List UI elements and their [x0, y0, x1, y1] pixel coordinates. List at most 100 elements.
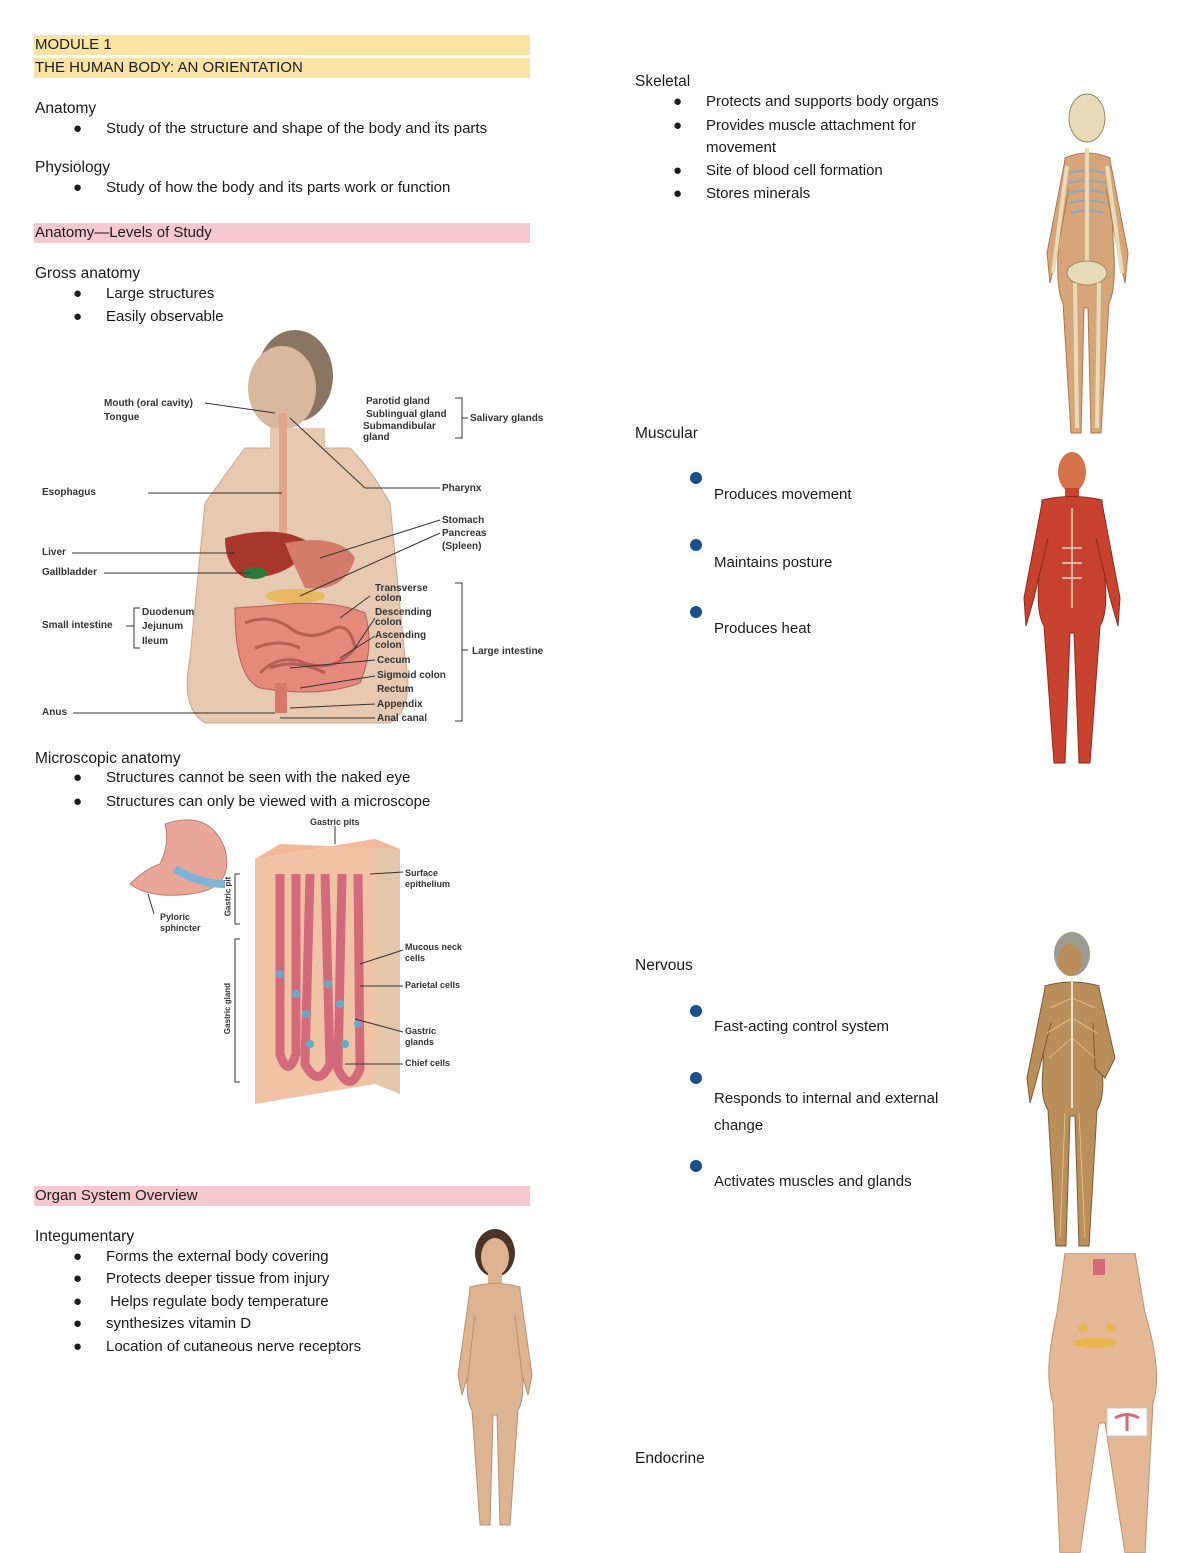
- bullet-text: Stores minerals: [706, 185, 811, 202]
- list-item: ●synthesizes vitamin D: [73, 1313, 252, 1335]
- bullet-text: Study of the structure and shape of the …: [106, 120, 488, 137]
- list-item: ● Helps regulate body temperature: [73, 1291, 329, 1313]
- bullet-text: Protects and supports body organs: [706, 93, 939, 110]
- label-rectum: Rectum: [377, 684, 414, 695]
- bullet-text: Easily observable: [106, 308, 224, 325]
- face-shape: [248, 346, 316, 430]
- bullet-icon: [690, 1160, 702, 1172]
- label-small-intestine: Small intestine: [42, 620, 113, 631]
- integumentary-body-figure: [457, 1229, 533, 1526]
- gross-anatomy-heading: Gross anatomy: [35, 265, 141, 282]
- list-item: ● Site of blood cell formation: [673, 160, 966, 182]
- list-item: ● Large structures: [73, 283, 215, 305]
- label-large-intestine: Large intestine: [472, 646, 544, 657]
- endocrine-body-figure: [1048, 1253, 1158, 1553]
- label-gallbladder: Gallbladder: [42, 567, 98, 578]
- bullet-icon: ●: [73, 1270, 83, 1287]
- muscular-bullet-2: Maintains posture: [714, 554, 833, 571]
- label-tongue: Tongue: [104, 412, 140, 423]
- label-gastric-gland: Gastric gland: [223, 982, 233, 1035]
- label-gastric-pit: Gastric pit: [223, 876, 233, 917]
- label-ileum: Ileum: [142, 636, 169, 647]
- digestive-system-illustration: [72, 330, 468, 724]
- nervous-bullet-3: Activates muscles and glands: [714, 1173, 912, 1190]
- skeletal-heading: Skeletal: [635, 73, 691, 90]
- bullet-icon: ●: [73, 793, 83, 810]
- list-item: ● Structures cannot be seen with the nake…: [73, 767, 411, 789]
- bullet-text: Protects deeper tissue from injury: [106, 1270, 330, 1287]
- list-item: ●Stores minerals: [673, 183, 966, 205]
- bullet-text: Study of how the body and its parts work…: [106, 179, 451, 196]
- organ-system-overview-heading: Organ System Overview: [34, 1186, 530, 1206]
- bullet-icon: [690, 606, 702, 618]
- muscular-bullet-1: Produces movement: [714, 486, 852, 503]
- label-gastric-pits: Gastric pits: [310, 817, 360, 827]
- muscular-bullet-3: Produces heat: [714, 620, 811, 637]
- digestive-system-figure: Mouth (oral cavity) Tongue Esophagus Liv…: [30, 328, 570, 728]
- label-anal-canal: Anal canal: [377, 713, 428, 724]
- module-label: MODULE 1: [34, 35, 530, 55]
- physiology-heading: Physiology: [35, 159, 110, 176]
- list-item: ● Easily observable: [73, 306, 224, 328]
- muscular-body-figure: [1023, 452, 1121, 764]
- label-sigmoid-colon: Sigmoid colon: [377, 670, 446, 681]
- bullet-text: Structures cannot be seen with the naked…: [106, 769, 411, 786]
- list-item: ● Location of cutaneous nerve receptors: [73, 1336, 362, 1358]
- label-gastric-glands: Gastric glands: [405, 1026, 437, 1047]
- bullet-text: Location of cutaneous nerve receptors: [106, 1338, 362, 1355]
- label-anus: Anus: [42, 707, 67, 718]
- label-parotid: Parotid gland: [366, 396, 430, 407]
- label-pyloric-sphincter: Pyloric sphincter: [160, 912, 201, 933]
- list-item: ● Provides muscle attachment for movement: [673, 115, 946, 159]
- list-item: ● Forms the external body covering: [73, 1246, 329, 1268]
- list-item: ●Study of the structure and shape of the…: [73, 118, 488, 140]
- bullet-icon: ●: [673, 93, 683, 110]
- bullet-icon: [690, 472, 702, 484]
- bullet-text: Site of blood cell formation: [706, 162, 883, 179]
- label-stomach: Stomach: [442, 515, 485, 526]
- label-pharynx: Pharynx: [442, 483, 482, 494]
- endocrine-heading: Endocrine: [635, 1450, 705, 1467]
- label-cecum: Cecum: [377, 655, 411, 666]
- list-item: ● Protects and supports body organs: [673, 91, 966, 113]
- nervous-body-figure: [1026, 932, 1116, 1247]
- bullet-text: Large structures: [106, 285, 215, 302]
- integumentary-heading: Integumentary: [35, 1228, 135, 1245]
- microscopic-anatomy-heading: Microscopic anatomy: [35, 750, 181, 767]
- bullet-icon: ●: [673, 162, 683, 179]
- page-title: THE HUMAN BODY: AN ORIENTATION: [34, 58, 530, 78]
- muscular-heading: Muscular: [635, 425, 698, 442]
- bullet-icon: ●: [73, 1248, 83, 1265]
- list-item: ● Protects deeper tissue from injury: [73, 1268, 330, 1290]
- bullet-icon: ●: [673, 117, 683, 134]
- label-jejunum: Jejunum: [142, 621, 184, 632]
- label-esophagus: Esophagus: [42, 487, 96, 498]
- label-pancreas: Pancreas: [442, 528, 487, 539]
- bullet-icon: ●: [73, 1338, 83, 1355]
- list-item: ●Study of how the body and its parts wor…: [73, 177, 451, 199]
- bullet-text: Forms the external body covering: [106, 1248, 329, 1265]
- label-salivary-glands: Salivary glands: [470, 413, 544, 424]
- bullet-icon: [690, 1072, 702, 1084]
- nervous-heading: Nervous: [635, 957, 693, 974]
- gastric-gland-illustration: [129, 819, 404, 1104]
- label-mucous-neck-cells: Mucous neck cells: [405, 942, 463, 963]
- bullet-text: Helps regulate body temperature: [106, 1293, 329, 1310]
- levels-heading: Anatomy—Levels of Study: [34, 223, 530, 243]
- label-mouth: Mouth (oral cavity): [104, 398, 193, 409]
- bullet-icon: ●: [73, 1293, 83, 1310]
- label-surface-epithelium: Surface epithelium: [405, 868, 451, 889]
- label-chief-cells: Chief cells: [405, 1058, 451, 1068]
- bullet-text: synthesizes vitamin D: [106, 1315, 252, 1332]
- bullet-icon: ●: [73, 285, 83, 302]
- bullet-icon: [690, 539, 702, 551]
- bullet-text: Provides muscle attachment for movement: [706, 117, 917, 156]
- label-transverse-colon: Transverse colon: [375, 583, 428, 604]
- gastric-gland-figure: Gastric pits Surface epithelium Mucous n…: [120, 814, 480, 1114]
- list-item: ● Structures can only be viewed with a mi…: [73, 791, 431, 813]
- label-ascending-colon: Ascending colon: [375, 630, 427, 651]
- bullet-text: Structures can only be viewed with a mic…: [106, 793, 431, 810]
- bullet-icon: ●: [73, 308, 83, 325]
- bullet-icon: ●: [73, 769, 83, 786]
- bullet-icon: [690, 1005, 702, 1017]
